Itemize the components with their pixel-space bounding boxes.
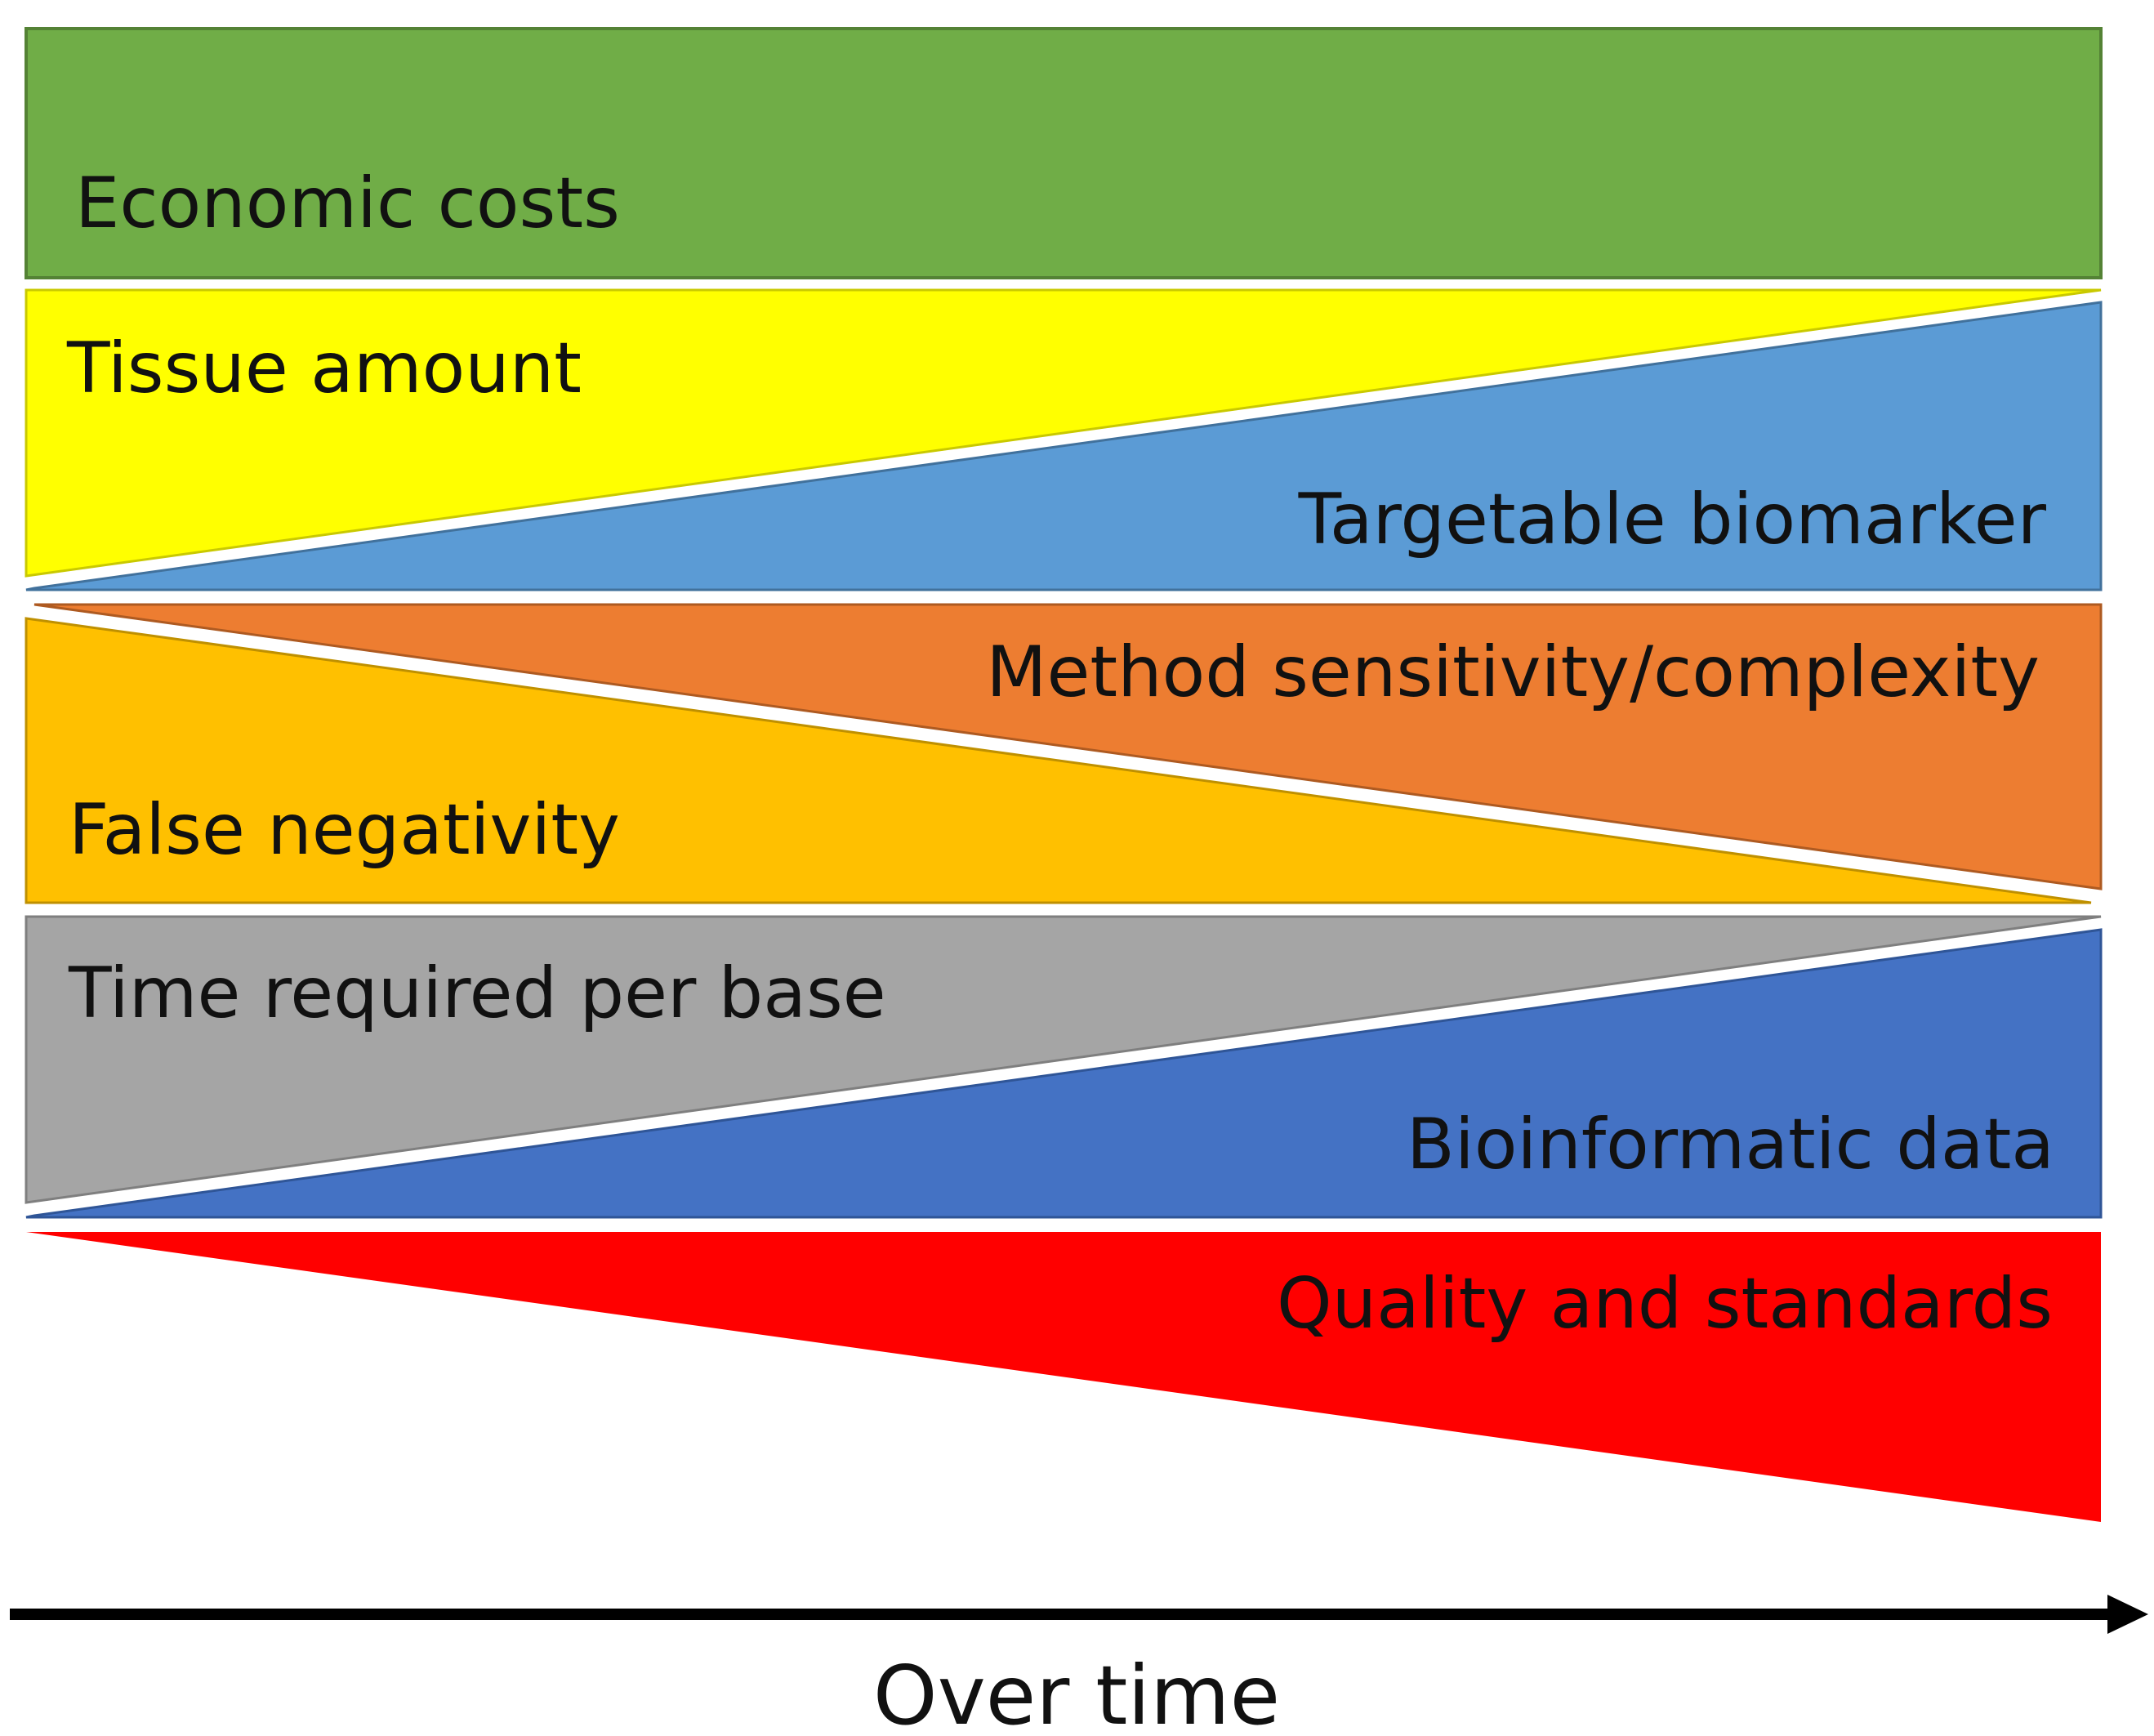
tissue-amount-label: Tissue amount bbox=[66, 328, 582, 409]
time-per-base-label: Time required per base bbox=[68, 953, 886, 1034]
economic-costs-band bbox=[25, 27, 2103, 279]
tissue-amount-wedge bbox=[25, 288, 2102, 578]
quality-standards-wedge bbox=[26, 1232, 2101, 1522]
false-negativity-label: False negativity bbox=[69, 789, 620, 871]
method-sensitivity-label: Method sensitivity/complexity bbox=[986, 631, 2040, 713]
bioinformatic-data-label: Bioinformatic data bbox=[1407, 1104, 2054, 1185]
false-negativity-wedge bbox=[25, 617, 2092, 904]
quality-standards-label: Quality and standards bbox=[1277, 1263, 2053, 1345]
time-axis-arrowhead-icon bbox=[2107, 1595, 2148, 1634]
method-sensitivity-wedge bbox=[33, 603, 2103, 890]
bioinformatic-data-wedge bbox=[25, 928, 2103, 1219]
targetable-biomarker-wedge bbox=[25, 301, 2103, 591]
time-axis-label: Over time bbox=[873, 1648, 1280, 1736]
economic-costs-label: Economic costs bbox=[75, 163, 620, 244]
time-per-base-wedge bbox=[25, 915, 2102, 1204]
targetable-biomarker-label: Targetable biomarker bbox=[1298, 479, 2047, 560]
